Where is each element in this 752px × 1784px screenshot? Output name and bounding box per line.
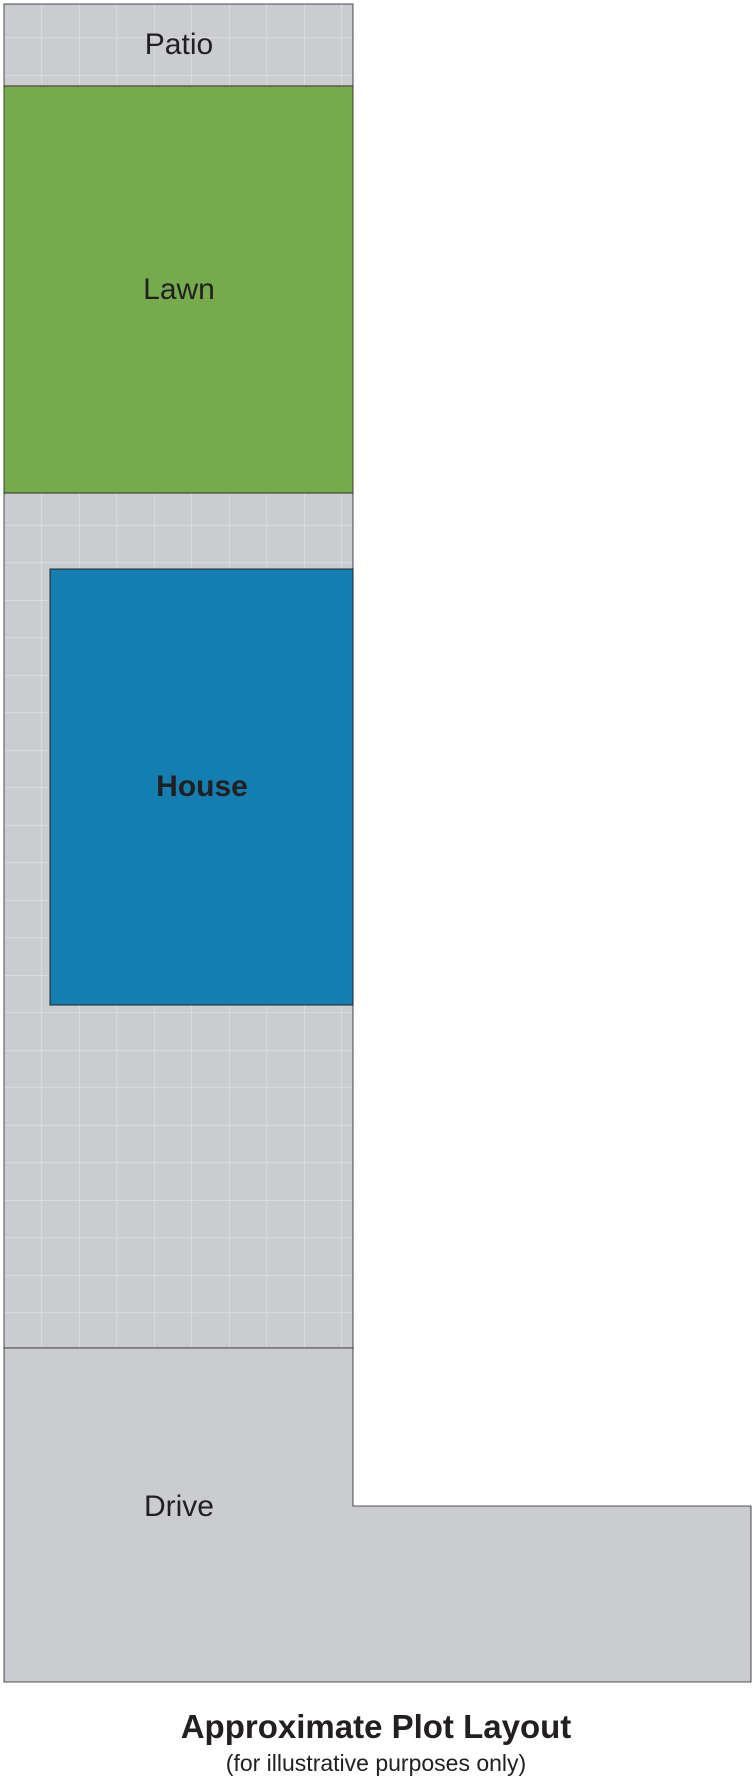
lawn-label: Lawn [143,273,215,306]
house-area: House [49,568,354,1006]
patio-shape [3,3,354,87]
house-label: House [156,770,248,803]
lawn-area: Lawn [3,85,354,494]
plot-plan: Patio Lawn House Drive [3,3,752,1683]
patio-area: Patio [3,3,354,87]
drive-area: Drive [3,1347,752,1683]
house-shape [49,568,354,1006]
drive-shape [3,1347,752,1683]
patio-label: Patio [145,28,213,61]
plan-subtitle: (for illustrative purposes only) [225,1750,527,1776]
lawn-shape [3,85,354,494]
plan-title: Approximate Plot Layout [180,1708,572,1745]
drive-label: Drive [144,1490,214,1523]
